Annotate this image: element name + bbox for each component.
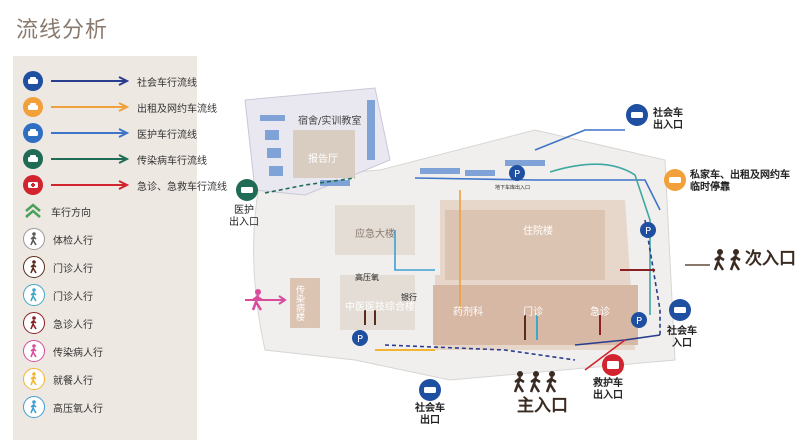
chevron-up-icon — [25, 203, 41, 218]
secondary-entrance-walkers — [713, 249, 741, 271]
parking-tag: 地下车库出入口 — [495, 185, 531, 191]
ambulance-icon — [23, 175, 43, 195]
site-plan-drawing: P P P P — [236, 87, 741, 401]
car-icon — [23, 149, 43, 169]
main-entrance-walkers — [513, 371, 557, 393]
dorm-label: 宿舍/实训教室 — [298, 116, 362, 127]
emergency-car-arrow — [51, 180, 130, 190]
walker-icon — [23, 284, 45, 306]
clinic-label: 门诊 — [523, 307, 543, 318]
social-car-arrow — [51, 76, 130, 86]
legend-ped-oxygen: 高压氧人行 — [23, 396, 103, 418]
infect-walker — [251, 289, 263, 311]
private-park-label: 私家车、出租及网约车 临时停靠 — [690, 170, 790, 193]
medical-entrance-label: 医护 出入口 — [229, 205, 259, 228]
walker-icon — [23, 396, 45, 418]
hall-label: 报告厅 — [308, 154, 338, 165]
legend-medical-car: 医护车行流线 — [23, 122, 197, 144]
er-label: 急诊 — [590, 307, 610, 318]
parking-icons: P P P P — [352, 165, 656, 346]
medical-car-arrow — [51, 128, 130, 138]
tcm-label: 中医医技综合楼 — [345, 302, 415, 313]
site-plan: P P P P 宿舍/实训教室 报告厅 应急大楼 住院楼 中医医技综合楼 药剂科… — [205, 60, 800, 447]
oxygen-label: 高压氧 — [355, 273, 379, 282]
inpatient-label: 住院楼 — [523, 226, 553, 237]
legend-infect-car: 传染病车行流线 — [23, 148, 207, 170]
legend-ped-outpatient: 门诊人行 — [23, 256, 93, 278]
social-car-out-label: 社会车 出口 — [415, 403, 445, 426]
facade-strips — [260, 100, 545, 186]
walker-icon — [23, 340, 45, 362]
walker-icon — [23, 368, 45, 390]
walker-icon — [23, 256, 45, 278]
svg-text:P: P — [636, 316, 642, 327]
walker-icon — [23, 312, 45, 334]
walker-icon — [23, 228, 45, 250]
infect-building-label: 传染病楼 — [294, 285, 304, 321]
infect-car-arrow — [51, 154, 130, 164]
social-car-in-label: 社会车 入口 — [667, 326, 697, 349]
hall-block — [293, 130, 355, 178]
main-entrance-label: 主入口 — [517, 396, 568, 416]
legend-ped-outpatient-2: 门诊人行 — [23, 284, 93, 306]
bank-label: 银行 — [401, 293, 417, 302]
social-car-in-out-label: 社会车 出入口 — [653, 108, 683, 131]
svg-text:P: P — [514, 169, 520, 180]
emergency-building-label: 应急大楼 — [355, 229, 395, 240]
secondary-entrance-label: 次入口 — [745, 249, 796, 269]
legend-ped-emergency: 急诊人行 — [23, 312, 93, 334]
taxi-arrow — [51, 102, 130, 112]
legend-taxi: 出租及网约车流线 — [23, 96, 217, 118]
car-icon — [23, 71, 43, 91]
svg-text:P: P — [645, 226, 651, 237]
legend-ped-infect: 传染病人行 — [23, 340, 103, 362]
legend-direction: 车行方向 — [23, 200, 91, 222]
legend-emergency-car: 急诊、急救车行流线 — [23, 174, 227, 196]
legend-panel: 社会车行流线 出租及网约车流线 医护车行流线 传染病车行流线 急诊、急救车行流线… — [13, 56, 227, 440]
car-icon — [23, 123, 43, 143]
legend-ped-checkup: 体检人行 — [23, 228, 93, 250]
pharmacy-label: 药剂科 — [453, 307, 483, 318]
svg-text:P: P — [357, 334, 363, 345]
legend-ped-dining: 就餐人行 — [23, 368, 93, 390]
taxi-icon — [23, 97, 43, 117]
ambulance-entrance-label: 救护车 出入口 — [593, 378, 623, 401]
legend-social-car: 社会车行流线 — [23, 70, 197, 92]
page-title: 流线分析 — [16, 18, 109, 43]
